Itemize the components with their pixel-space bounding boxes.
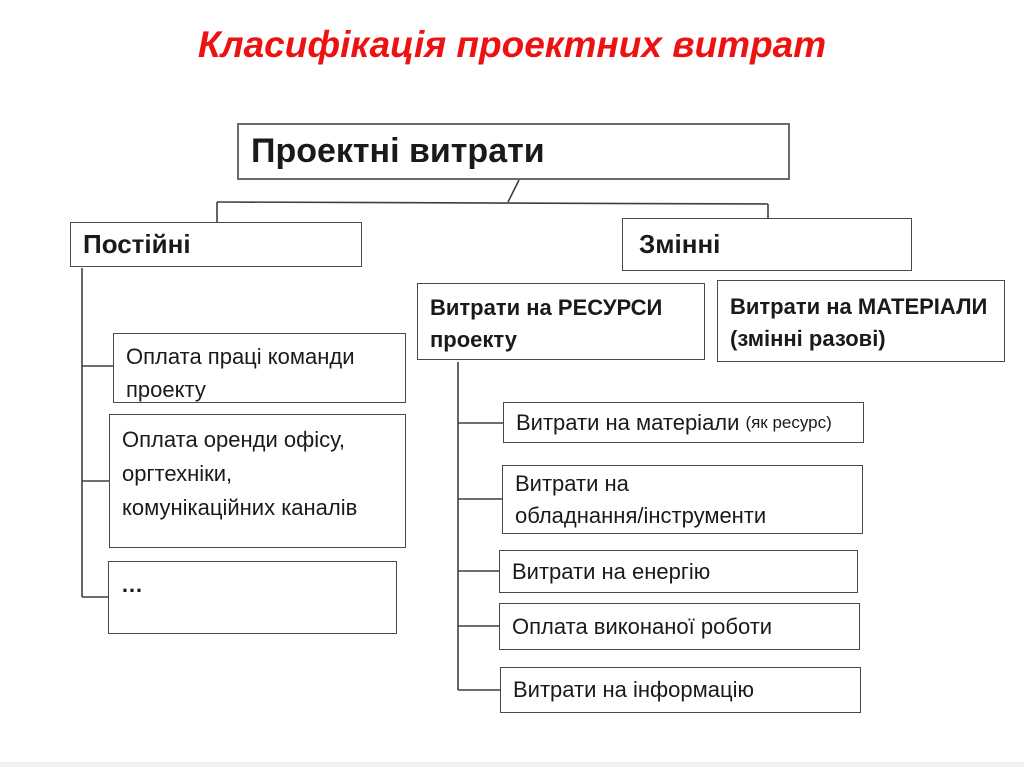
node-team-labor-pay: Оплата праці команди проекту bbox=[113, 333, 406, 403]
bottom-strip bbox=[0, 762, 1024, 767]
node-equipment-tools-label: Витрати на обладнання/інструменти bbox=[515, 470, 767, 528]
node-fixed-costs-label: Постійні bbox=[83, 229, 191, 259]
connector-root-crossbar bbox=[216, 201, 769, 205]
node-equipment-tools: Витрати на обладнання/інструменти bbox=[502, 465, 863, 534]
node-materials-as-resource: Витрати на матеріали (як ресурс) bbox=[503, 402, 864, 443]
node-resource-costs: Витрати на РЕСУРСИ проекту bbox=[417, 283, 705, 360]
node-energy-costs: Витрати на енергію bbox=[499, 550, 858, 593]
node-ellipsis: … bbox=[108, 561, 397, 634]
node-project-costs-label: Проектні витрати bbox=[251, 132, 545, 170]
node-energy-costs-label: Витрати на енергію bbox=[512, 558, 711, 584]
node-work-payment: Оплата виконаної роботи bbox=[499, 603, 860, 650]
node-materials-as-resource-label: Витрати на матеріали bbox=[516, 409, 740, 435]
node-fixed-costs: Постійні bbox=[70, 222, 362, 267]
node-office-rent: Оплата оренди офісу, оргтехніки, комунік… bbox=[109, 414, 406, 548]
node-material-costs: Витрати на МАТЕРІАЛИ (змінні разові) bbox=[717, 280, 1005, 362]
node-variable-costs-label: Змінні bbox=[639, 229, 721, 259]
node-work-payment-label: Оплата виконаної роботи bbox=[512, 613, 773, 639]
connector-root-stem bbox=[507, 179, 520, 203]
node-material-costs-label: Витрати на МАТЕРІАЛИ (змінні разові) bbox=[730, 294, 988, 351]
slide-title: Класифікація проектних витрат bbox=[197, 24, 827, 65]
node-ellipsis-label: … bbox=[121, 572, 143, 597]
node-resource-costs-label: Витрати на РЕСУРСИ проекту bbox=[430, 295, 663, 352]
node-materials-as-resource-note: (як ресурс) bbox=[745, 412, 832, 432]
node-variable-costs: Змінні bbox=[622, 218, 912, 271]
node-information-costs-label: Витрати на інформацію bbox=[513, 677, 754, 702]
node-project-costs: Проектні витрати bbox=[237, 123, 790, 180]
node-office-rent-label: Оплата оренди офісу, оргтехніки, комунік… bbox=[122, 427, 358, 521]
node-team-labor-pay-label: Оплата праці команди проекту bbox=[126, 344, 355, 402]
node-information-costs: Витрати на інформацію bbox=[500, 667, 861, 713]
